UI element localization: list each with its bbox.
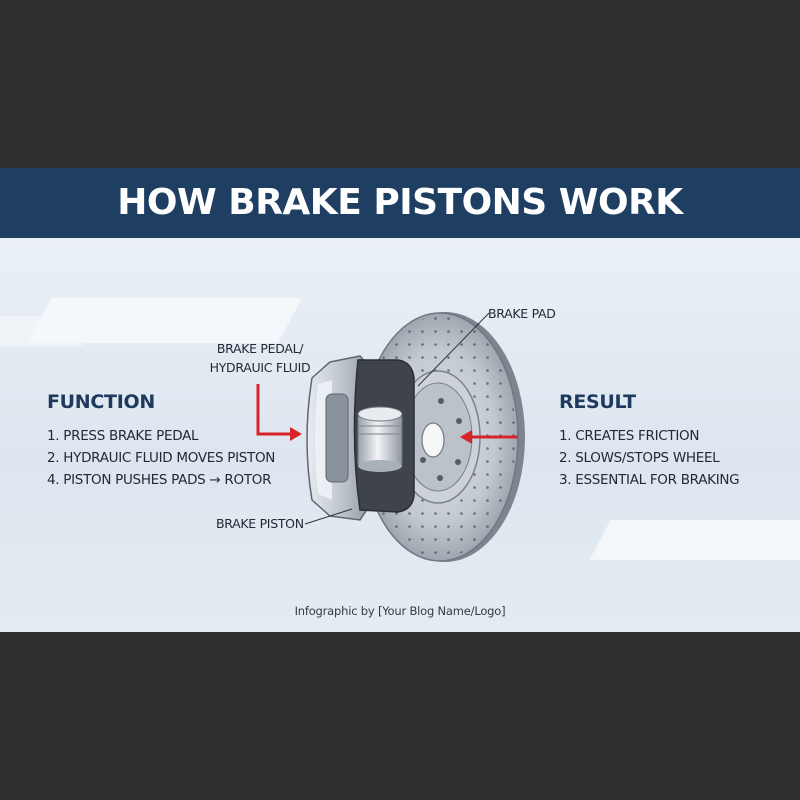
function-step: 4. PISTON PUSHES PADS → ROTOR — [47, 472, 272, 488]
brake-piston-leader — [304, 508, 353, 525]
function-step: 2. HYDRAUIC FLUID MOVES PISTON — [47, 450, 276, 466]
result-step: 3. ESSENTIAL FOR BRAKING — [559, 472, 740, 488]
result-heading: RESULT — [559, 391, 636, 413]
callout-brake-pad: BRAKE PAD — [488, 306, 556, 321]
callout-pedal-line2: HYDRAUIC FLUID — [209, 360, 311, 375]
brake-piston — [357, 406, 403, 472]
result-steps: 1. CREATES FRICTION 2. SLOWS/STOPS WHEEL… — [559, 425, 740, 491]
result-step: 1. CREATES FRICTION — [559, 428, 700, 444]
function-steps: 1. PRESS BRAKE PEDAL 2. HYDRAUIC FLUID M… — [47, 425, 275, 491]
pad-arrow — [460, 430, 518, 444]
callout-brake-pedal: BRAKE PEDAL/ HYDRAUIC FLUID — [190, 339, 330, 377]
brake-pad-leader — [417, 312, 490, 387]
callout-brake-piston: BRAKE PISTON — [216, 516, 304, 531]
function-heading: FUNCTION — [47, 391, 155, 413]
page-title: HOW BRAKE PISTONS WORK — [117, 182, 683, 223]
result-step: 2. SLOWS/STOPS WHEEL — [559, 450, 720, 466]
function-step: 1. PRESS BRAKE PEDAL — [47, 428, 199, 444]
pedal-arrow — [256, 384, 302, 441]
footer-credit: Infographic by [Your Blog Name/Logo] — [294, 604, 506, 618]
callout-pedal-line1: BRAKE PEDAL/ — [216, 341, 304, 356]
title-banner — [0, 168, 800, 238]
